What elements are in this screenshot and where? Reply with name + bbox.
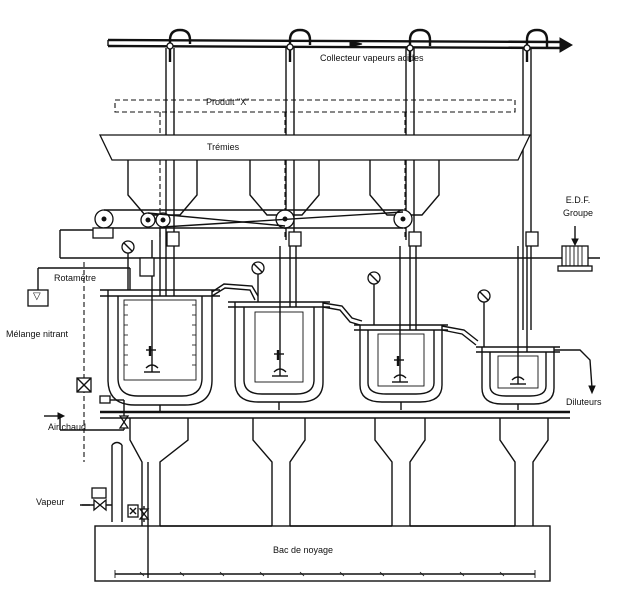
- label-tremies: Trémies: [207, 142, 240, 152]
- label-diluteurs: Diluteurs: [566, 397, 602, 407]
- edf-motor: [557, 226, 593, 272]
- belt-drive: [92, 209, 413, 239]
- label-groupe: Groupe: [562, 208, 594, 218]
- label-collecteur: Collecteur vapeurs acides: [320, 53, 424, 63]
- label-rotametre: Rotamètre: [54, 273, 97, 283]
- label-edf: E.D.F.: [565, 195, 591, 205]
- label-produit-x: Produit "X": [206, 97, 250, 107]
- reactor-4: [476, 246, 560, 410]
- platform-line: [59, 229, 600, 259]
- reactor-2: [228, 246, 330, 410]
- label-vapeur: Vapeur: [36, 497, 65, 507]
- vent-pipes: [165, 48, 532, 330]
- reactor-1: [100, 228, 220, 412]
- steam-line: [80, 441, 150, 578]
- gearboxes: [166, 231, 539, 247]
- overflow-pipes: [211, 283, 596, 395]
- small-arrows: [44, 412, 90, 506]
- reactor-3: [354, 246, 448, 410]
- label-air-chaud: Air chaud: [48, 422, 87, 432]
- rotameter-symbol-icon: ▽: [33, 291, 41, 302]
- nitrating-feed: [27, 262, 131, 462]
- drowning-tank: [94, 525, 551, 582]
- discharge-funnels: [100, 410, 570, 527]
- label-bac-de-noyage: Bac de noyage: [273, 545, 334, 555]
- acid-vapour-collector: [107, 28, 573, 62]
- label-melange-nitrant: Mélange nitrant: [6, 329, 69, 339]
